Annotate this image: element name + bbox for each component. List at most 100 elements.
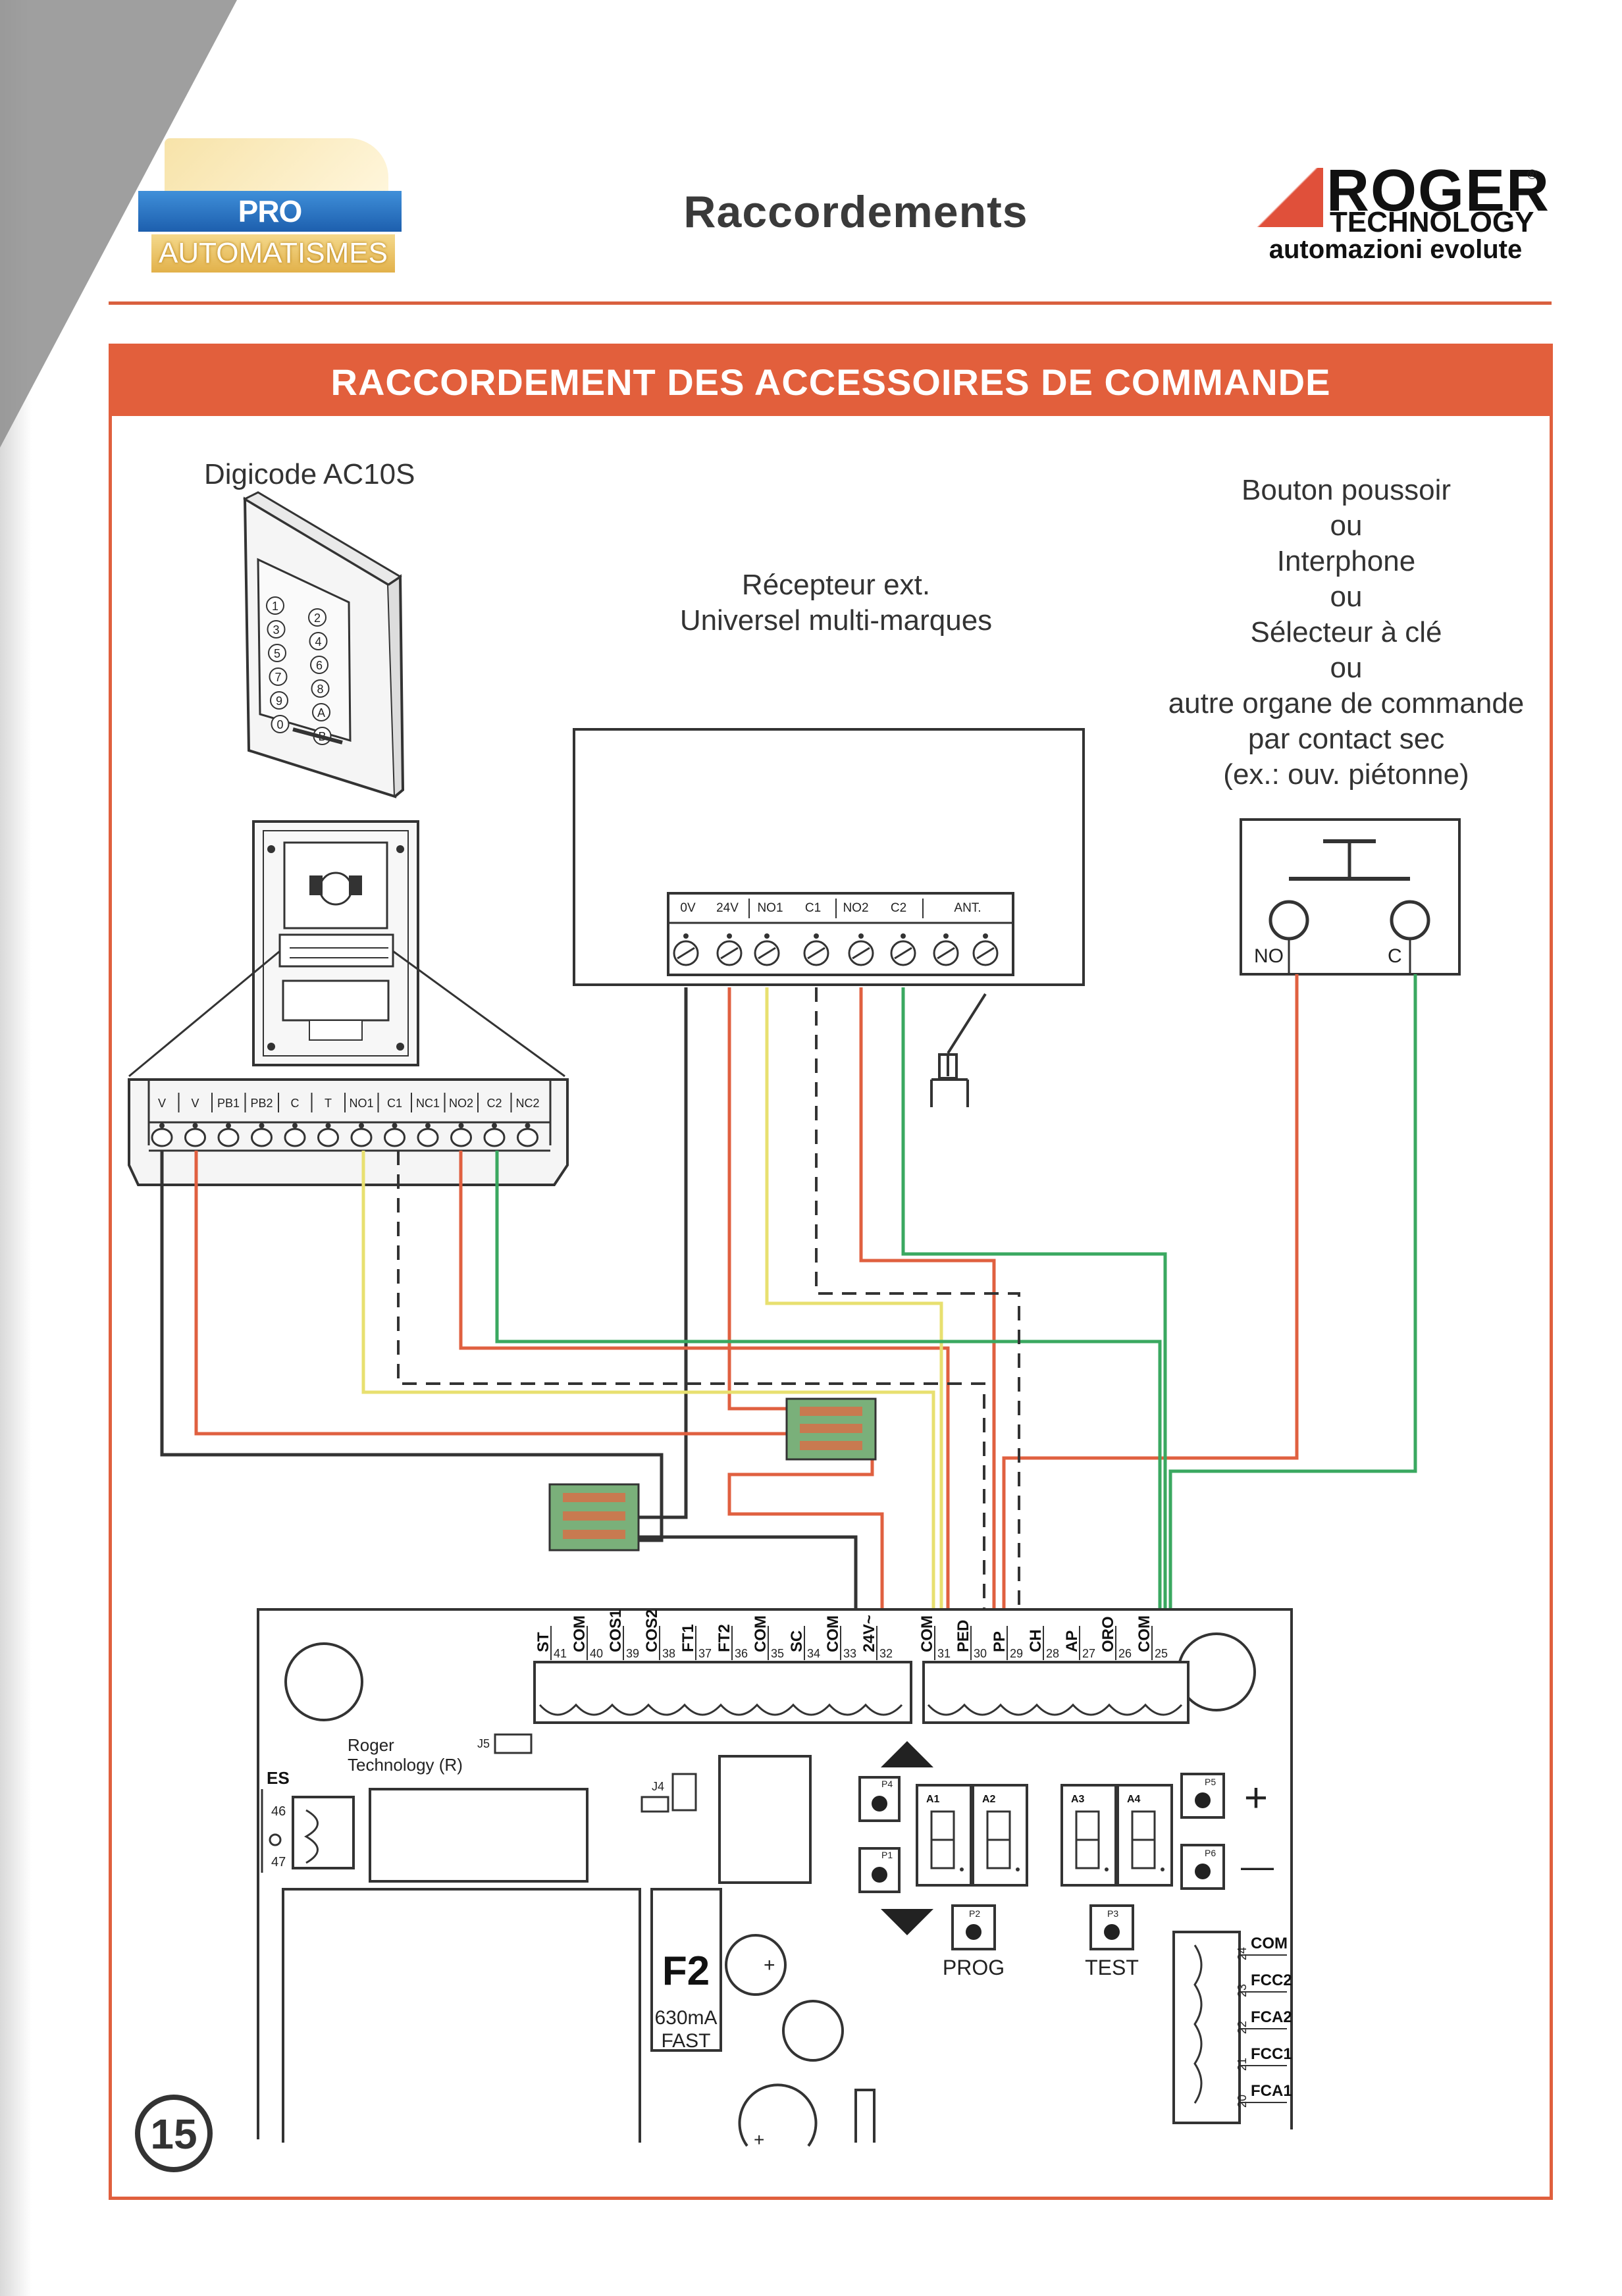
minus-label: —: [1241, 1848, 1274, 1885]
dashed-wires: [397, 987, 1020, 1609]
arrow-up-icon: [881, 1741, 933, 1767]
keypad-key: [266, 596, 284, 615]
wire-red-receiver-no2: [859, 987, 996, 1609]
display-label: A1: [926, 1794, 940, 1805]
contact-c-label: C: [1388, 945, 1402, 967]
pushbutton-line: autre organe de commande: [1168, 687, 1525, 719]
board-terminal-number: 37: [698, 1647, 712, 1660]
digicode-terminal-label: NO1: [349, 1097, 373, 1110]
svg-text:P4: P4: [881, 1779, 893, 1789]
receiver-title-line1: Récepteur ext.: [741, 569, 931, 601]
digicode-terminal-screw: [284, 1128, 306, 1147]
receiver-terminal-label: C1: [805, 901, 821, 915]
pushbutton-line: Sélecteur à clé: [1250, 616, 1442, 648]
digicode-terminal-screw: [450, 1128, 472, 1147]
keypad-key-label: A: [317, 706, 325, 719]
keypad-key-label: 8: [317, 683, 323, 696]
prog-label: PROG: [943, 1956, 1005, 1979]
board-side-terminal-number: 20: [1236, 2095, 1249, 2108]
board-terminal-label: COS2: [643, 1609, 661, 1652]
digicode-terminal-screw: [517, 1128, 538, 1147]
keypad-key: [311, 679, 330, 698]
pushbutton-line: ou: [1330, 509, 1363, 542]
digicode-terminal-screw: [350, 1128, 373, 1147]
pushbutton-line: ou: [1330, 581, 1363, 613]
svg-text:P6: P6: [1205, 1848, 1216, 1858]
board-terminal-number: 33: [843, 1647, 856, 1660]
jumper-j5-label: J5: [477, 1737, 490, 1750]
jumper-j4-label: J4: [652, 1780, 664, 1793]
keypad-key: [271, 715, 290, 733]
digicode-terminal-label: PB2: [250, 1097, 273, 1110]
jumper-j4: [641, 1796, 669, 1813]
digicode-terminal-screw: [251, 1128, 273, 1147]
digicode-terminal-screw: [417, 1128, 439, 1147]
keypad-key: [310, 656, 328, 674]
logo-line2: AUTOMATISMES: [151, 234, 395, 273]
keypad-key-label: 6: [316, 659, 323, 672]
wire-yellow-digicode-no1: [361, 1151, 935, 1609]
jumper-j5: [494, 1733, 533, 1754]
roger-logo-reg: ®: [1527, 168, 1537, 182]
fuse-name: F2: [662, 1948, 710, 1994]
wago-connector-lower: [548, 1483, 640, 1552]
board-terminal-number: 29: [1010, 1647, 1023, 1660]
digicode-keypad: 123456789A0B: [242, 491, 405, 798]
control-board: ST41COM40COS139COS238FT137FT236COM35SC34…: [257, 1608, 1293, 2150]
display-label: A3: [1071, 1794, 1085, 1805]
es-pin-46: 46: [271, 1804, 286, 1819]
test-label: TEST: [1085, 1956, 1139, 1979]
logo-wing-shape: [165, 138, 388, 197]
keypad-keys: 123456789A0B: [266, 596, 332, 745]
pushbutton-line: par contact sec: [1247, 723, 1445, 755]
receiver-terminal-label: NO2: [843, 901, 868, 915]
fuse-type: FAST: [661, 2030, 710, 2052]
board-terminal-label: FT1: [679, 1624, 697, 1652]
digicode-terminal-screw: [483, 1128, 506, 1147]
wire-black-digicode: [160, 1151, 664, 1542]
display-label: A2: [982, 1794, 996, 1805]
board-side-terminal-label: FCC1: [1251, 2045, 1292, 2063]
wire-green-pushbutton: [1168, 974, 1417, 1609]
wire-red-no2: [459, 1151, 950, 1609]
digicode-terminal-label: NO2: [449, 1097, 473, 1110]
board-terminal-label: PED: [955, 1620, 972, 1652]
board-terminal-label: 24V~: [860, 1615, 878, 1652]
keypad-key-label: 4: [315, 635, 321, 648]
svg-text:+: +: [764, 1954, 775, 1976]
wire-black-receiver: [622, 987, 688, 1519]
page-number: 15: [135, 2095, 213, 2172]
pushbutton-line: ou: [1330, 652, 1363, 684]
digicode-terminal-label: NC1: [416, 1097, 440, 1110]
keypad-key: [312, 703, 330, 721]
keypad-key: [267, 620, 286, 639]
section-title: RACCORDEMENT DES ACCESSOIRES DE COMMANDE: [109, 344, 1553, 416]
board-terminal-label: CH: [1027, 1629, 1045, 1652]
digicode-terminal-label: NC2: [515, 1097, 539, 1110]
digicode-terminal-label: PB1: [217, 1097, 240, 1110]
board-terminal-label: ORO: [1099, 1616, 1117, 1652]
svg-text:P3: P3: [1107, 1908, 1118, 1919]
keypad-key-label: 3: [273, 623, 279, 637]
digicode-terminal-screw: [217, 1128, 240, 1147]
svg-text:+: +: [754, 2129, 764, 2150]
board-terminal-number: 30: [974, 1647, 987, 1660]
board-terminal-label: COM: [752, 1615, 770, 1652]
es-label: ES: [267, 1768, 290, 1788]
board-side-terminal-label: FCA1: [1251, 2082, 1292, 2100]
antenna-icon: [930, 993, 987, 1107]
roger-logo-name: ROGER: [1326, 158, 1551, 224]
digicode-open-view: [128, 820, 565, 1078]
board-terminal-number: 40: [590, 1647, 603, 1660]
button-p5: [1180, 1773, 1225, 1819]
board-terminal-label: COS1: [607, 1609, 625, 1652]
keypad-key: [270, 691, 288, 710]
board-side-terminal-number: 24: [1236, 1947, 1249, 1960]
board-terminal-label: ST: [535, 1632, 552, 1652]
